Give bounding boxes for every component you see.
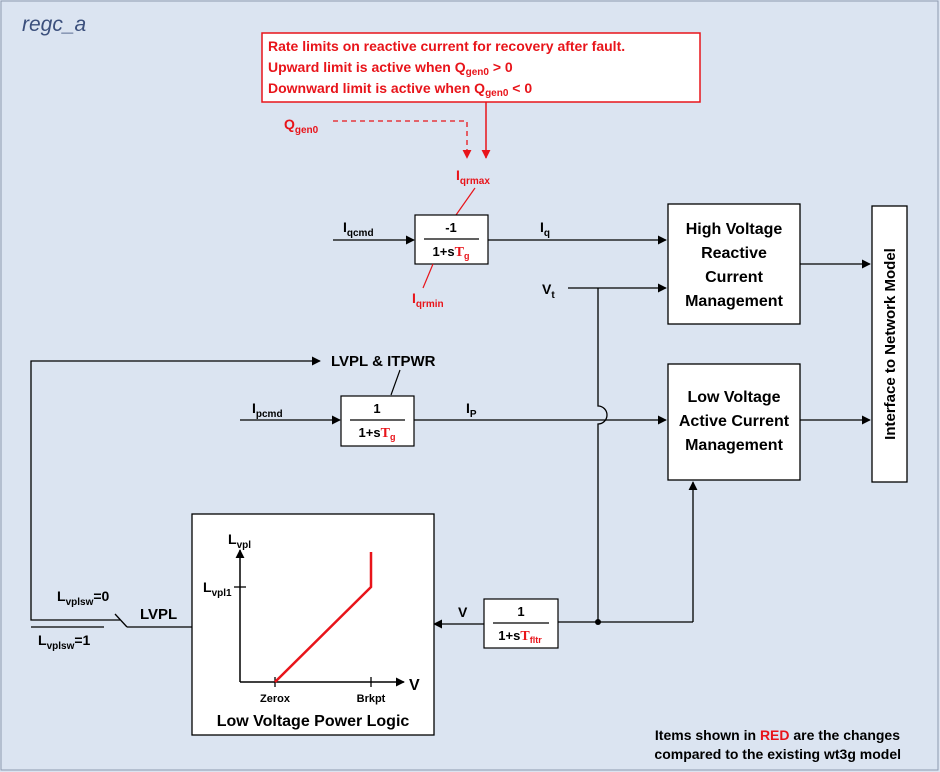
rate-limit-note-line2: Upward limit is active when Qgen0 > 0	[268, 59, 513, 78]
iq-transfer-function: -1 1+sTg	[414, 214, 489, 265]
interface-block-box	[871, 205, 908, 483]
lvpl-logic-title: Low Voltage Power Logic	[217, 713, 410, 730]
lv-block-line3: Management	[685, 437, 783, 454]
lvplsw0-label: Lvplsw=0	[57, 588, 110, 608]
iq-label: Iq	[540, 219, 550, 239]
hv-block-line3: Current	[705, 269, 763, 286]
lvpl-itpwr-leader	[390, 369, 401, 396]
hv-block-line4: Management	[685, 293, 783, 310]
hv-reactive-current-block: High Voltage Reactive Current Management	[667, 203, 801, 325]
lvpl-feedback-line	[30, 356, 321, 621]
brkpt-tick-label: Brkpt	[357, 693, 386, 705]
lv-block-line1: Low Voltage	[687, 389, 780, 406]
ip-transfer-function: 1 1+sTg	[340, 395, 415, 447]
lvpl-y-axis-label: Lvpl	[228, 531, 251, 551]
zerox-tick-label: Zerox	[260, 693, 291, 705]
lvpl-logic-box	[191, 513, 435, 736]
ip-tf-numerator: 1	[373, 401, 380, 416]
iqrmin-leader	[422, 263, 434, 289]
ip-tf-denominator: 1+sTg	[359, 425, 396, 442]
iqrmax-leader	[455, 187, 476, 216]
ipcmd-label: Ipcmd	[252, 400, 283, 420]
junction-dot	[595, 619, 601, 625]
interface-block-label: Interface to Network Model	[882, 248, 899, 440]
v-filter-transfer-function: 1 1+sTfltr	[483, 598, 559, 649]
lv-block-box	[667, 363, 801, 481]
iq-tf-numerator: -1	[445, 220, 457, 235]
interface-network-model-block: Interface to Network Model	[871, 205, 908, 483]
hv-block-line1: High Voltage	[686, 221, 783, 238]
v-label: V	[458, 604, 468, 620]
iqrmax-label: Iqrmax	[456, 167, 490, 187]
lvpl-label: LVPL	[140, 606, 177, 623]
rate-limit-note-line3: Downward limit is active when Qgen0 < 0	[268, 80, 532, 99]
rate-limit-note: Rate limits on reactive current for reco…	[261, 32, 701, 103]
iqcmd-label: Iqcmd	[343, 219, 374, 239]
lv-block-line2: Active Current	[679, 413, 790, 430]
lv-active-current-block: Low Voltage Active Current Management	[667, 363, 801, 481]
vt-bus-line	[597, 288, 608, 622]
rate-limit-note-box	[261, 32, 701, 103]
diagram-title: regc_a	[22, 13, 86, 36]
iqrmin-label: Iqrmin	[412, 290, 444, 310]
iq-tf-denominator: 1+sTg	[433, 244, 470, 261]
low-voltage-power-logic-block: Lvpl Lvpl1 Zerox Brkpt V Low Voltage Pow…	[191, 513, 435, 736]
lvpl1-tick-label: Lvpl1	[203, 579, 232, 599]
lvpl-characteristic-curve	[274, 552, 373, 683]
footer-note-line2: compared to the existing wt3g model	[654, 746, 901, 762]
lvpl-switch-blade	[114, 613, 128, 628]
ip-label: IP	[466, 400, 477, 420]
lvpl-itpwr-label: LVPL & ITPWR	[331, 353, 436, 370]
v-tf-denominator: 1+sTfltr	[498, 628, 542, 645]
vt-label: Vt	[542, 281, 555, 301]
ip-tf-box	[340, 395, 415, 447]
hv-block-line2: Reactive	[701, 245, 767, 262]
footer-note-line1: Items shown in RED are the changes	[655, 727, 900, 743]
hv-block-box	[667, 203, 801, 325]
lvplsw1-label: Lvplsw=1	[38, 632, 91, 652]
v-tf-numerator: 1	[517, 604, 524, 619]
qgen0-label: Qgen0	[284, 116, 319, 136]
rate-limit-note-line1: Rate limits on reactive current for reco…	[268, 38, 625, 54]
lvpl-x-axis-label: V	[409, 677, 420, 694]
